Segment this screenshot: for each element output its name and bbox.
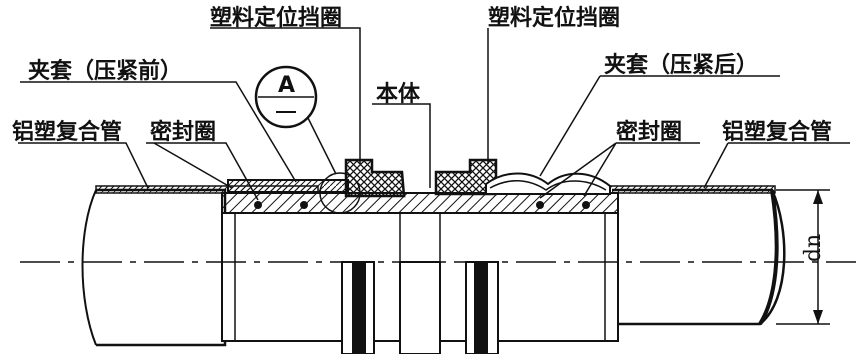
sleeve-after-label: 夹套（压紧后） bbox=[604, 52, 758, 78]
detail-mark-label: A bbox=[278, 73, 295, 98]
body-label: 本体 bbox=[376, 82, 421, 107]
stop-ring-left-label: 塑料定位挡圈 bbox=[210, 5, 342, 31]
right-sleeve bbox=[485, 172, 611, 209]
left-stop-ring bbox=[344, 158, 406, 198]
dn-dimension bbox=[776, 189, 830, 325]
seal-right-label: 密封圈 bbox=[616, 119, 682, 145]
detail-marker bbox=[254, 65, 361, 214]
pipe-left-label: 铝塑复合管 bbox=[12, 119, 122, 145]
seal-left-label: 密封圈 bbox=[150, 119, 216, 145]
diameter-label: dn bbox=[801, 234, 826, 262]
sleeve-before-label: 夹套（压紧前） bbox=[28, 58, 182, 84]
stop-ring-right-label: 塑料定位挡圈 bbox=[488, 5, 620, 31]
leader-lines bbox=[18, 27, 850, 201]
pipe-right-label: 铝塑复合管 bbox=[722, 119, 832, 145]
right-stop-ring bbox=[434, 158, 498, 196]
fitting-body bbox=[221, 192, 619, 354]
